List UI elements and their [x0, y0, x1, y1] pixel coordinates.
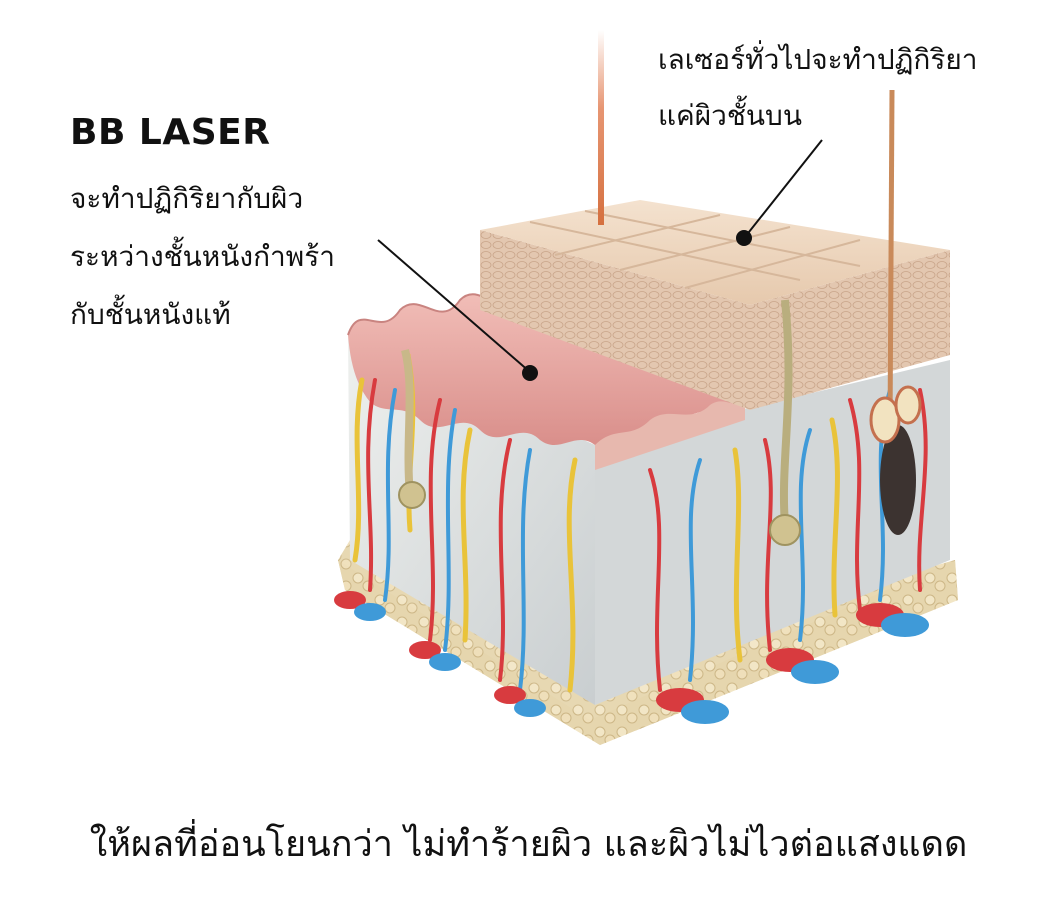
bb-laser-description: จะทำปฏิกิริยากับผิว ระหว่างชั้นหนังกำพร้… [70, 170, 335, 344]
bb-laser-description-line: จะทำปฏิกิริยากับผิว [70, 182, 304, 215]
nerve-fibers [352, 352, 840, 693]
bb-laser-description-line: ระหว่างชั้นหนังกำพร้า [70, 240, 335, 273]
sweat-gland [398, 299, 801, 546]
hair-follicle [869, 89, 922, 535]
laser-beams [598, 30, 604, 225]
epidermis-layer [480, 200, 950, 410]
general-laser-description: เลเซอร์ทั่วไปจะทำปฏิกิริยา แค่ผิวชั้นบน [658, 32, 978, 144]
callout-general-laser [736, 139, 823, 246]
vessel-ends [334, 591, 929, 724]
general-laser-description-line: เลเซอร์ทั่วไปจะทำปฏิกิริยา [658, 43, 978, 76]
general-laser-description-line: แค่ผิวชั้นบน [658, 99, 802, 132]
callout-bb-laser [377, 239, 538, 381]
bb-laser-description-line: กับชั้นหนังแท้ [70, 298, 231, 331]
footer-caption: ให้ผลที่อ่อนโยนกว่า ไม่ทำร้ายผิว และผิวไ… [89, 824, 968, 865]
bb-laser-title: BB LASER [70, 112, 271, 153]
